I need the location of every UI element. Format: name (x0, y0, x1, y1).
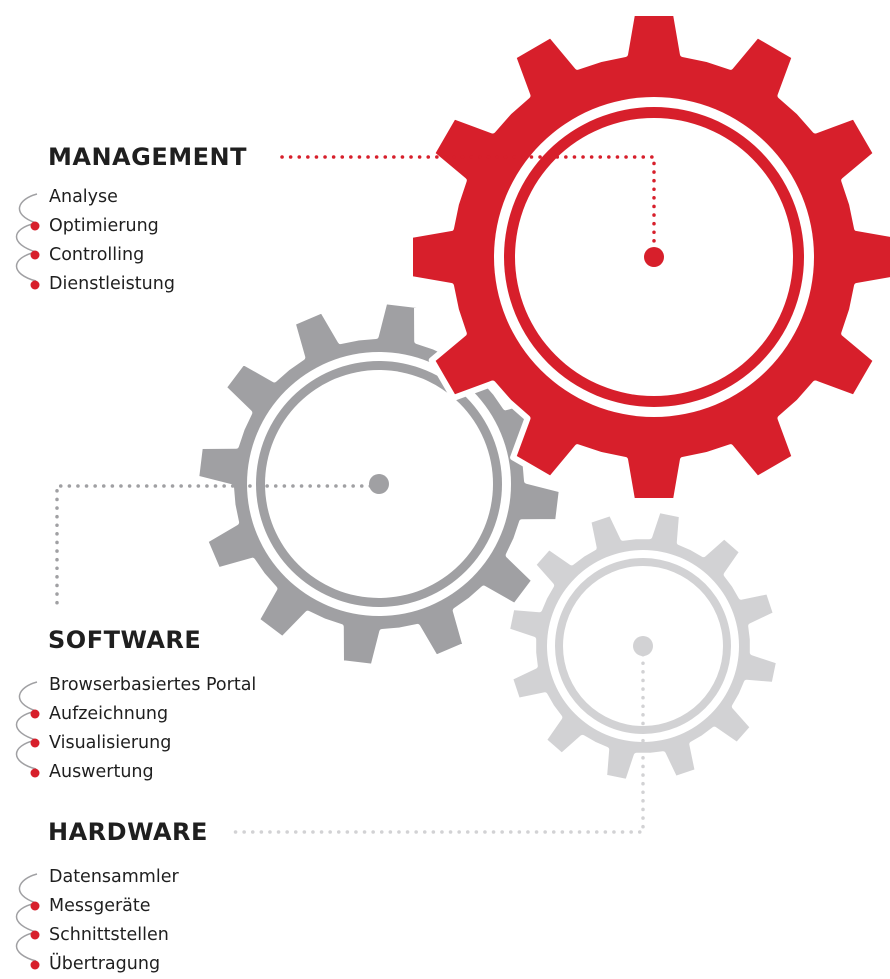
software-item-portal: Browserbasiertes Portal (49, 675, 257, 695)
software-title: SOFTWARE (48, 626, 202, 654)
management-item-controlling: Controlling (49, 245, 145, 265)
software-bracket-curve (15, 681, 39, 770)
hardware-bracket (15, 873, 40, 970)
hardware-center-dot (633, 636, 653, 656)
management-item-optimierung: Optimierung (49, 216, 159, 236)
software-bracket (15, 681, 40, 778)
management-bullet (30, 250, 40, 260)
software-bullet (30, 709, 40, 719)
management-center-dot (644, 247, 664, 267)
hardware-item-schnittstellen: Schnittstellen (49, 925, 169, 945)
software-item-auswertung: Auswertung (49, 762, 154, 782)
software-center-dot (369, 474, 389, 494)
management-bullet (30, 221, 40, 231)
software-connector (55, 484, 381, 610)
hardware-title: HARDWARE (48, 818, 208, 846)
hardware-bullet (30, 930, 40, 940)
hardware-bracket-curve (15, 873, 39, 962)
hardware-bullet (30, 960, 40, 970)
hardware-item-messgeraete: Messgeräte (49, 896, 151, 916)
software-item-aufzeichnung: Aufzeichnung (49, 704, 169, 724)
software-bullet (30, 768, 40, 778)
hardware-item-datensammler: Datensammler (49, 867, 179, 887)
software-bullet (30, 738, 40, 748)
management-item-analyse: Analyse (49, 187, 118, 207)
management-list: Analyse Optimierung Controlling Dienstle… (49, 183, 175, 299)
hardware-connector (227, 644, 645, 834)
management-bracket (15, 193, 40, 290)
hardware-bullet (30, 901, 40, 911)
management-item-dienstleistung: Dienstleistung (49, 274, 175, 294)
hardware-item-uebertragung: Übertragung (49, 954, 161, 974)
management-bracket-curve (15, 193, 39, 282)
software-item-visualisierung: Visualisierung (49, 733, 172, 753)
management-connector (280, 155, 656, 257)
software-list: Browserbasiertes Portal Aufzeichnung Vis… (49, 671, 256, 787)
management-bullet (30, 280, 40, 290)
management-title: MANAGEMENT (48, 143, 247, 171)
hardware-list: Datensammler Messgeräte Schnittstellen Ü… (49, 863, 179, 979)
